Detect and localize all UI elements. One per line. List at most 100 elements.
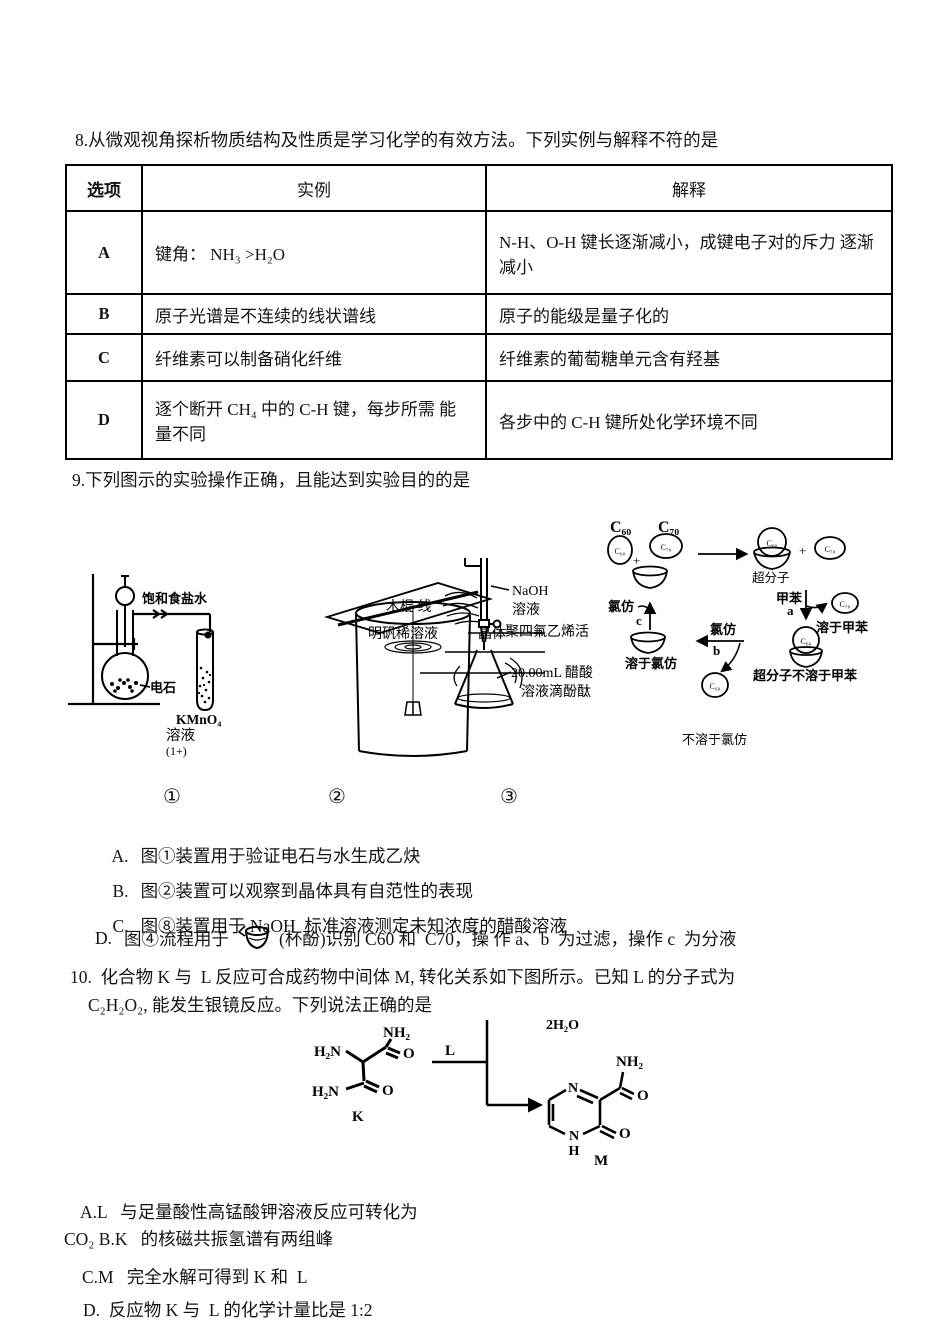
q8-table: 选项 实例 解释 A 键角： NH₃ >H₂O N-H、O-H 键长逐渐减小，成…: [65, 164, 893, 460]
diagram4-separation-flowchart: C₆₀ C₇₀ C₆₀ + C₇₀ C₆₀ + C₇₀ 超分子 甲苯: [607, 519, 869, 747]
q10-reaction-scheme: NH₂ H₂N O H₂N O K L 2H₂O: [312, 1018, 649, 1169]
q9-option-b: B.图②装置可以观察到晶体具有自范性的表现: [95, 857, 474, 924]
dropping-funnel: [115, 575, 135, 647]
m-ring-h-bottom: H: [569, 1144, 580, 1159]
m-amide-nh2: NH₂: [616, 1054, 644, 1070]
diagram3-titration: NaOH 溶液 聚四氟乙烯活 20.00mL 醋酸 溶液滴酚酞: [442, 558, 593, 709]
option-text: (杯酚)识别 C60 和 C70，操 作 a、b 为过滤，操作 c 为分液: [279, 928, 737, 949]
c70-title: C₇₀: [658, 519, 679, 536]
m-bonds: [547, 1071, 635, 1140]
q10-option-a2-b: CO₂ B.K 的核磁共振氢谱有两组峰: [64, 1229, 334, 1249]
crystal: [404, 701, 422, 716]
c60-circle-label: C₆₀: [615, 547, 626, 556]
q10-option-c: C.M 完全水解可得到 K 和 L: [82, 1267, 308, 1287]
diagram1-carbide-apparatus: 饱和食盐水 电石 KMnO₄ 溶液 (1+): [68, 574, 221, 758]
naoh-leader-line: [490, 585, 510, 591]
ptfe-label: 聚四氟乙烯活: [505, 624, 589, 640]
upper-hand: [442, 591, 480, 625]
reagent-l-label: L: [445, 1043, 455, 1059]
option-text: 图④流程用于: [124, 928, 230, 949]
m-carbonyl-o-bottom: O: [619, 1126, 631, 1142]
option-text: 图①装置用于验证电石与水生成乙炔: [140, 846, 421, 866]
row-a-option: A: [65, 210, 143, 295]
row-c-option: C: [65, 333, 143, 382]
plus-sign: +: [633, 553, 640, 568]
operation-b-label: b: [713, 643, 720, 658]
q10-option-a: A.L 与足量酸性高锰酸钾溶液反应可转化为: [80, 1202, 418, 1222]
figure-number-3: ③: [500, 786, 518, 808]
operation-a-label: a: [787, 603, 794, 618]
carbide-lumps: [110, 678, 138, 693]
q10-stem-line2: C₂H₂O₂, 能发生银镜反应。下列说法正确的是: [88, 995, 433, 1015]
cut-text: (1+): [166, 744, 187, 758]
carbide-leader-line: [139, 684, 151, 688]
supramolecule-1: C₆₀: [753, 527, 791, 570]
kmno4-speckles: [197, 666, 212, 704]
row-a-example: 键角： NH₃ >H₂O: [141, 210, 487, 295]
c60-circle-label: C₆₀: [710, 682, 721, 691]
q8-table-header-row: 选项 实例 解释: [65, 164, 893, 212]
c-arrow-hook: [637, 605, 651, 611]
k-amine-h2n: H₂N: [314, 1044, 341, 1060]
row-d-explanation: 各步中的 C-H 键所处化学环境不同: [485, 380, 893, 460]
option-text: 图⑧装置用于 NaOH 标准溶液测定未知浓度的醋酸溶液: [140, 916, 567, 936]
c70-circle-label: C₇₀: [825, 545, 836, 554]
row-d-example: 逐个断开 CH₄ 中的 C-H 键，每步所需 能量不同: [141, 380, 487, 460]
table-row: A 键角： NH₃ >H₂O N-H、O-H 键长逐渐减小，成键电子对的斥力 逐…: [65, 210, 893, 295]
soluble-toluene-label: 溶于甲苯: [816, 620, 869, 635]
q9-option-d: D. 图④流程用于 (杯酚)识别 C60 和 C70，操 作 a、b 为过滤，操…: [95, 922, 736, 954]
chloroform-label: 氯仿: [710, 622, 736, 637]
naoh-solution-label: 溶液: [512, 602, 540, 618]
solution-label: 溶液: [166, 727, 195, 744]
toluene-label: 甲苯: [776, 591, 803, 606]
c60-molecule: C₆₀: [607, 535, 633, 565]
row-b-option: B: [65, 293, 143, 335]
round-bottom-flask: [101, 610, 149, 700]
saltwater-label: 饱和食盐水: [141, 591, 208, 606]
figure-number-1: ①: [163, 786, 181, 808]
kmno4-label: KMnO₄: [176, 712, 221, 727]
stick-thread-label: 木棍 线: [386, 599, 432, 615]
conical-flask: [454, 649, 514, 709]
row-d-option: D: [65, 380, 143, 460]
q9-stem: 9.下列图示的实验操作正确，且能达到实验目的的是: [72, 470, 471, 490]
option-letter: C.: [112, 916, 129, 936]
byproduct-water-label: 2H₂O: [546, 1018, 579, 1033]
q8-stem: 8.从微观视角探析物质结构及性质是学习化学的有效方法。下列实例与解释不符的是: [75, 130, 719, 150]
q10-stem-line1: 10. 化合物 K 与 L 反应可合成药物中间体 M, 转化关系如下图所示。已知…: [70, 967, 736, 987]
supra-insoluble-label: 超分子不溶于甲苯: [753, 668, 858, 683]
supramolecule-label: 超分子: [752, 570, 790, 585]
row-b-explanation: 原子的能级是量子化的: [485, 293, 893, 335]
carbide-label: 电石: [150, 680, 176, 695]
c70-molecule: C₇₀: [814, 536, 846, 560]
c60-title: C₆₀: [610, 519, 631, 536]
k-bonds: [345, 1038, 401, 1094]
cup-phenol-icon: [237, 925, 270, 950]
test-tube: [196, 628, 214, 712]
c60-circle-label: C₆₀: [801, 637, 812, 646]
naoh-label: NaOH: [512, 584, 549, 599]
calixarene-bowl: [632, 565, 668, 589]
q8-header-example: 实例: [141, 164, 487, 212]
row-b-example: 原子光谱是不连续的线状谱线: [141, 293, 487, 335]
acid-volume-label: 20.00mL 醋酸: [511, 665, 593, 681]
plus-sign: +: [799, 543, 806, 558]
q8-header-option: 选项: [65, 164, 143, 212]
table-row: D 逐个断开 CH₄ 中的 C-H 键，每步所需 能量不同 各步中的 C-H 键…: [65, 380, 893, 460]
c70-molecule: C₇₀: [831, 592, 859, 614]
row-a-explanation: N-H、O-H 键长逐渐减小，成键电子对的斥力 逐渐减小: [485, 210, 893, 295]
q9-option-c: C. 图⑧装置用于 NaOH 标准溶液测定未知浓度的醋酸溶液: [95, 892, 567, 959]
b-branch-arrow: [720, 642, 741, 673]
alum-label: 明矾稀溶液: [368, 626, 438, 642]
option-letter: B.: [112, 881, 129, 901]
k-carbonyl-o-bottom: O: [382, 1083, 394, 1099]
k-amide-nh2: NH₂: [383, 1025, 411, 1041]
wooden-stick: [337, 590, 479, 627]
c60-circle-label: C₆₀: [767, 539, 778, 548]
k-carbonyl-o-top: O: [403, 1046, 415, 1062]
compound-m-structure: N N H NH₂ O O M: [547, 1054, 649, 1169]
c70-circle-label: C₇₀: [840, 600, 851, 609]
toluene-branch-arrow: [805, 602, 828, 614]
calixarene-bowl-left: [630, 631, 666, 654]
